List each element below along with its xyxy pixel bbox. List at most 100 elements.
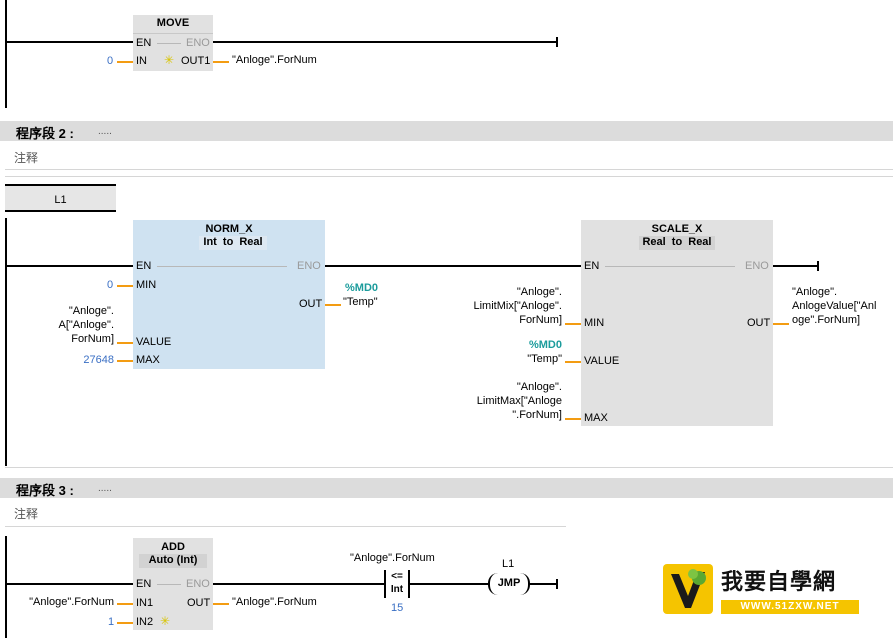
scale-x-max-line3[interactable]: ".ForNum]: [512, 409, 562, 421]
comment-divider: [5, 526, 566, 527]
add-out-value[interactable]: "Anloge".ForNum: [232, 596, 317, 608]
add-title: ADD: [161, 541, 185, 553]
add-eno-pin[interactable]: ENO: [186, 578, 210, 590]
add-in2-pin[interactable]: IN2: [136, 616, 154, 628]
scale-x-block[interactable]: SCALE_X Real to Real EN ENO MIN OUT VALU…: [581, 220, 773, 426]
add-block[interactable]: ADD Auto (Int) EN ENO IN1 OUT IN2 ✳: [133, 538, 213, 630]
scale-x-out-line1[interactable]: "Anloge".: [792, 286, 838, 298]
scale-x-out-pin[interactable]: OUT: [747, 317, 771, 329]
norm-x-min-pin[interactable]: MIN: [136, 279, 157, 291]
network3-title: 程序段 3 :: [16, 483, 74, 498]
scale-x-max-pin[interactable]: MAX: [584, 412, 608, 424]
network-divider: [5, 467, 893, 468]
add-in1-pin[interactable]: IN1: [136, 597, 154, 609]
compare-type[interactable]: Int: [390, 584, 404, 595]
scale-x-value-name[interactable]: "Temp": [527, 353, 562, 365]
rung-end-marker: [556, 579, 558, 589]
add-out-pin[interactable]: OUT: [187, 597, 211, 609]
norm-x-value-line1[interactable]: "Anloge".: [68, 305, 114, 317]
norm-x-out-value[interactable]: "Temp": [343, 296, 378, 308]
comment-divider: [5, 169, 893, 170]
network3-comment[interactable]: 注释: [14, 507, 39, 521]
scale-x-max-line2[interactable]: LimitMax["Anloge: [476, 395, 562, 407]
norm-x-min-stub: [117, 285, 133, 287]
rung-network1: [5, 41, 133, 43]
scale-x-max-line1[interactable]: "Anloge".: [516, 381, 562, 393]
watermark-logo: 我要自學網 WWW.51ZXW.NET: [663, 562, 860, 616]
network2-title-dots[interactable]: .....: [98, 126, 112, 137]
power-rail-network3: [5, 536, 7, 638]
watermark-text: 我要自學網: [721, 570, 837, 595]
norm-x-eno-pin[interactable]: ENO: [297, 260, 321, 272]
scale-x-min-line3[interactable]: ForNum]: [519, 314, 562, 326]
scale-x-value-pin[interactable]: VALUE: [584, 355, 620, 367]
norm-x-out-pin[interactable]: OUT: [299, 298, 323, 310]
rung-network2-mid: [325, 265, 581, 267]
move-eno-pin[interactable]: ENO: [186, 37, 210, 49]
norm-x-value-line3[interactable]: ForNum]: [71, 333, 114, 345]
move-out1-stub: [213, 61, 229, 63]
norm-x-block[interactable]: NORM_X Int to Real EN ENO MIN OUT VALUE …: [133, 220, 325, 369]
add-type[interactable]: Auto (Int): [139, 554, 207, 568]
logo-emblem-icon: [663, 564, 713, 614]
scale-x-to-type: Real: [688, 236, 712, 248]
scale-x-from-type: Real: [642, 236, 666, 248]
rung-network3-right: [410, 583, 490, 585]
norm-x-out-stub: [325, 304, 341, 306]
norm-x-type[interactable]: Int to Real: [199, 236, 267, 250]
network3-title-dots[interactable]: .....: [98, 483, 112, 494]
scale-x-max-stub: [565, 418, 581, 420]
rung-end-marker: [556, 37, 558, 47]
rung-end-marker: [817, 261, 819, 271]
compare-contact[interactable]: <= Int: [384, 570, 410, 598]
compare-operator: <=: [391, 571, 403, 582]
network2-header[interactable]: 程序段 2 : .....: [0, 121, 893, 141]
add-en-pin[interactable]: EN: [136, 578, 152, 590]
jmp-coil[interactable]: JMP: [488, 573, 530, 595]
scale-x-min-pin[interactable]: MIN: [584, 317, 605, 329]
move-sparkle-icon: ✳: [164, 53, 175, 67]
move-in-pin[interactable]: IN: [136, 55, 147, 67]
scale-x-eno-pin[interactable]: ENO: [745, 260, 769, 272]
norm-x-value-line2[interactable]: A["Anloge".: [58, 319, 114, 331]
jmp-text: JMP: [497, 577, 521, 589]
jmp-label[interactable]: L1: [502, 558, 515, 570]
norm-x-max-pin[interactable]: MAX: [136, 354, 160, 366]
jump-label-box[interactable]: L1: [5, 184, 116, 212]
norm-x-value-pin[interactable]: VALUE: [136, 336, 172, 348]
network2-comment[interactable]: 注释: [14, 151, 39, 165]
power-rail-network1: [5, 0, 7, 108]
scale-x-value-address[interactable]: %MD0: [528, 339, 562, 351]
scale-x-title: SCALE_X: [651, 223, 703, 235]
scale-x-to: to: [671, 236, 683, 248]
network3-header[interactable]: 程序段 3 : .....: [0, 478, 893, 498]
compare-operand[interactable]: "Anloge".ForNum: [350, 552, 435, 564]
rung-network2-right: [773, 265, 819, 267]
norm-x-max-value[interactable]: 27648: [83, 354, 114, 366]
scale-x-out-line3[interactable]: oge".ForNum]: [792, 314, 861, 326]
scale-x-type[interactable]: Real to Real: [639, 236, 715, 250]
move-out1-value[interactable]: "Anloge".ForNum: [232, 54, 317, 66]
norm-x-out-address[interactable]: %MD0: [345, 282, 379, 294]
move-out1-pin[interactable]: OUT1: [181, 55, 211, 67]
add-in2-value[interactable]: 1: [108, 616, 115, 628]
norm-x-en-pin[interactable]: EN: [136, 260, 152, 272]
norm-x-value-stub: [117, 342, 133, 344]
network2-title: 程序段 2 :: [16, 126, 74, 141]
norm-x-to: to: [222, 236, 234, 248]
add-in1-value[interactable]: "Anloge".ForNum: [29, 596, 114, 608]
rung-network1-right: [213, 41, 558, 43]
move-en-pin[interactable]: EN: [136, 37, 152, 49]
rung-network2: [5, 265, 133, 267]
rung-network3-mid: [213, 583, 385, 585]
scale-x-min-line2[interactable]: LimitMix["Anloge".: [473, 300, 562, 312]
move-in-value[interactable]: 0: [107, 55, 114, 67]
move-in-stub: [117, 61, 133, 63]
scale-x-min-line1[interactable]: "Anloge".: [516, 286, 562, 298]
scale-x-out-line2[interactable]: AnlogeValue["Anl: [792, 300, 877, 312]
move-block[interactable]: MOVE EN ENO IN ✳ OUT1: [133, 15, 213, 71]
scale-x-en-pin[interactable]: EN: [584, 260, 600, 272]
norm-x-max-stub: [117, 360, 133, 362]
compare-value[interactable]: 15: [391, 602, 404, 614]
norm-x-min-value[interactable]: 0: [107, 279, 114, 291]
